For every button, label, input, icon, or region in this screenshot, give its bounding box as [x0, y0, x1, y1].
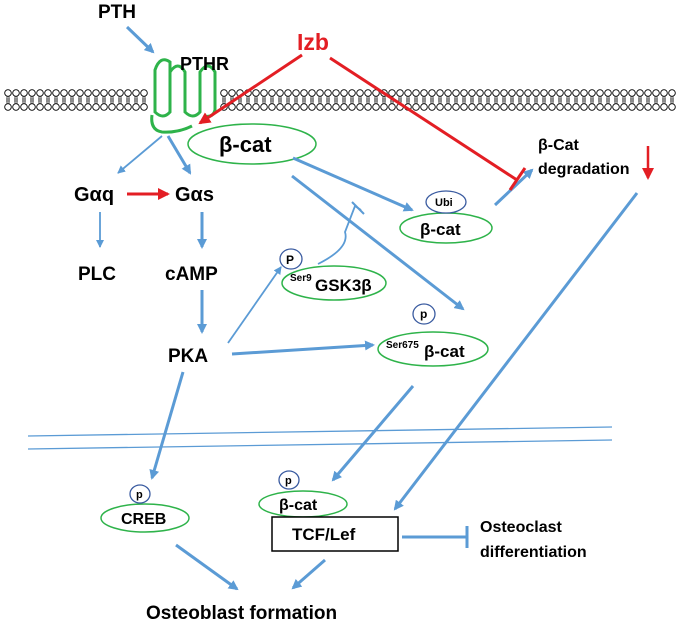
pthr-label: PTHR [180, 54, 229, 74]
pth-label: PTH [98, 2, 136, 23]
inhibition-lines-blue [317, 201, 469, 548]
gaq-label: Gαq [74, 184, 114, 206]
pthr-tail [150, 114, 193, 134]
arrow-betacat-to-ubi [292, 156, 414, 212]
gas-label: Gαs [175, 184, 214, 206]
p-nuclear-label: p [285, 475, 292, 487]
arrow-ser675-to-nuclear [331, 385, 415, 482]
gsk3b-label: GSK3β [315, 276, 372, 295]
arrow-izb-to-beta-cat [198, 53, 303, 125]
osteoclast-label-2: differentiation [480, 544, 587, 561]
degradation-label-2: degradation [538, 161, 630, 178]
tcf-lef-label: TCF/Lef [292, 525, 356, 544]
beta-cat-main-ellipse [187, 123, 317, 165]
beta-cat-nuclear-label: β-cat [279, 497, 318, 514]
creb-ellipse [100, 503, 190, 533]
arrow-pka-to-ser675 [231, 340, 375, 356]
ser675-label: Ser675 [386, 340, 419, 351]
arrow-pth-to-pthr [125, 25, 155, 54]
arrow-betacat-to-ser675 [291, 174, 465, 311]
pthr-receptor-shape [153, 58, 217, 118]
arrow-pthr-to-gas [166, 135, 192, 175]
osteoclast-label-1: Osteoclast [480, 519, 562, 536]
arrow-creb-to-osteoblast [175, 543, 239, 591]
arrow-degradation-to-tcf [393, 192, 639, 511]
camp-label: cAMP [165, 264, 218, 285]
ser9-label: Ser9 [290, 273, 312, 284]
ubi-oval [425, 190, 467, 214]
izb-label: Izb [297, 29, 329, 55]
beta-cat-ser675-label: β-cat [424, 342, 465, 361]
beta-cat-main-label: β-cat [219, 132, 272, 157]
cell-membrane [4, 89, 676, 111]
tcf-lef-box [271, 516, 399, 552]
activation-arrows [96, 25, 639, 591]
arrow-pthr-to-gaq [117, 135, 163, 174]
inhibit-gsk-to-ubi [317, 204, 362, 265]
pka-label: PKA [168, 346, 208, 367]
osteoblast-label: Osteoblast formation [146, 603, 337, 624]
p-creb-label: p [136, 489, 143, 501]
arrow-pka-to-gsk [227, 266, 282, 344]
inhibit-izb-to-degradation [329, 56, 518, 182]
p-gsk-label: P [286, 253, 294, 267]
plc-label: PLC [78, 264, 116, 285]
ubi-label: Ubi [435, 197, 453, 209]
p-ser675-oval [412, 303, 436, 325]
p-nuclear-oval [278, 470, 300, 490]
p-ser675-label: p [420, 307, 427, 321]
nuclear-membrane [27, 426, 613, 450]
arrow-tcf-to-osteoblast [291, 558, 326, 590]
creb-label: CREB [121, 511, 166, 528]
p-gsk-oval [279, 248, 303, 270]
arrow-pka-to-creb [149, 371, 185, 480]
degradation-label-1: β-Cat [538, 137, 580, 154]
p-creb-oval [129, 484, 151, 504]
ser675-beta-cat-ellipse [377, 331, 489, 367]
gsk3b-ellipse [281, 265, 387, 301]
beta-cat-ubi-label: β-cat [420, 220, 461, 239]
izb-effects [127, 53, 654, 200]
